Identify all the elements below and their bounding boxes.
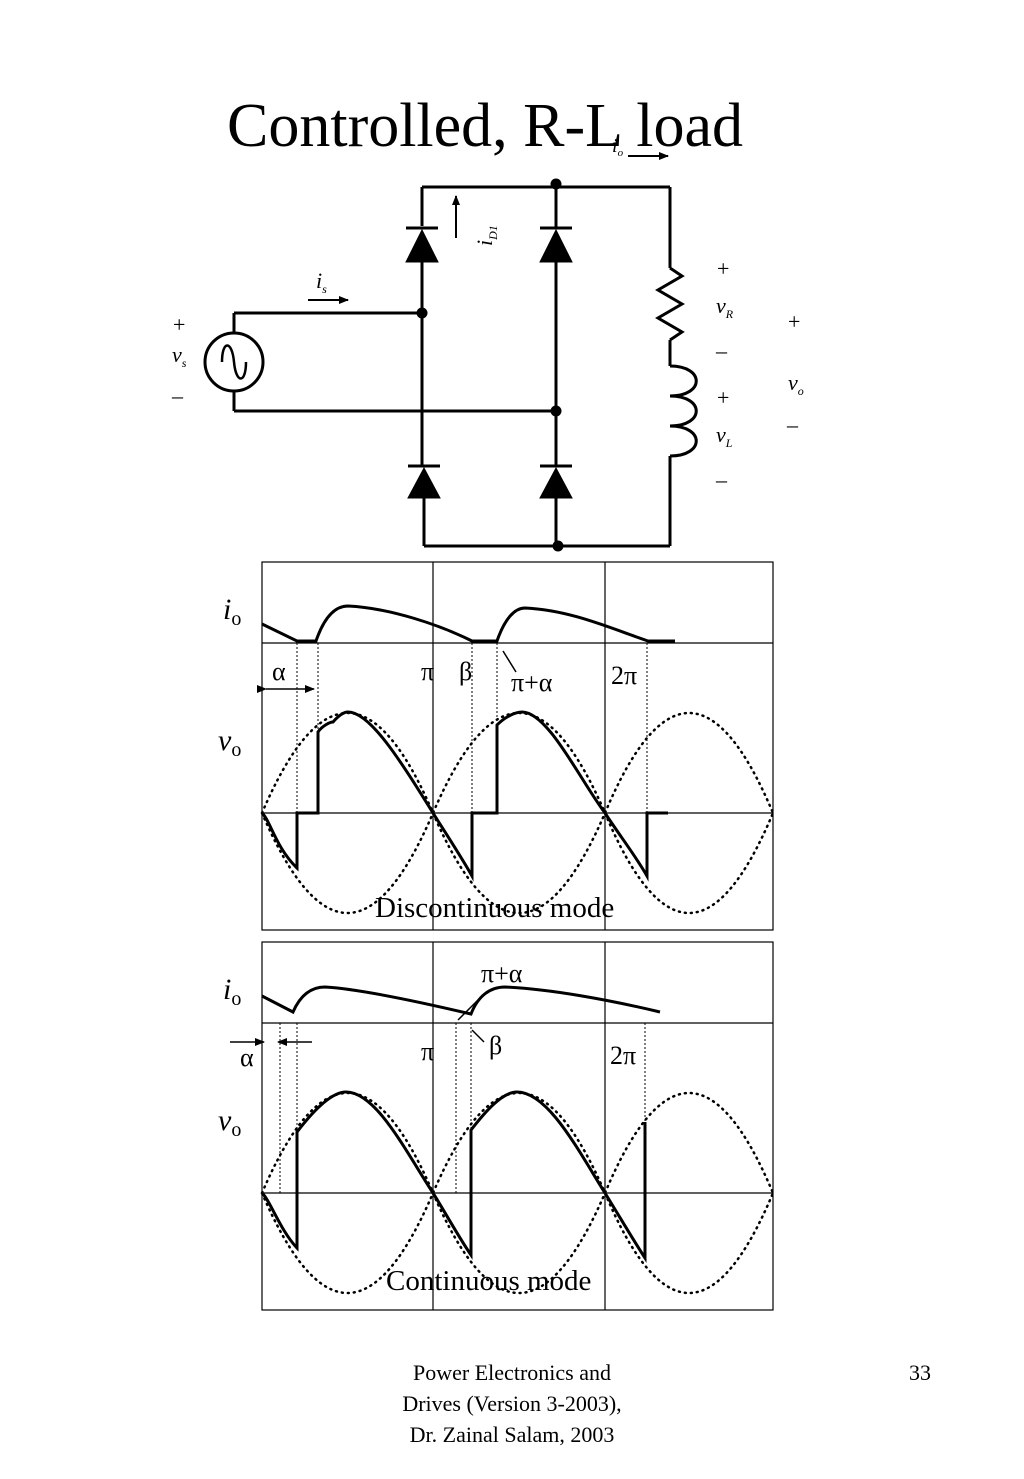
diodes bbox=[405, 226, 573, 499]
continuous-markers bbox=[230, 999, 485, 1046]
disc-alpha-label: α bbox=[272, 657, 286, 686]
cont-alpha-label: α bbox=[240, 1043, 254, 1072]
cont-io-axis-label: io bbox=[223, 973, 241, 1010]
vl-label: vL bbox=[716, 422, 733, 450]
vs-label: vs bbox=[172, 342, 187, 370]
slide-footer: Power Electronics and Drives (Version 3-… bbox=[362, 1357, 662, 1450]
vr-minus: – bbox=[715, 338, 728, 363]
continuous-panel: io vo α π β π+α 2π Continuous mode bbox=[218, 941, 775, 1311]
vr-plus: + bbox=[717, 256, 729, 281]
diode-d1 bbox=[405, 226, 439, 263]
cont-pi-label: π bbox=[421, 1037, 434, 1066]
cont-beta-label: β bbox=[489, 1031, 502, 1060]
io-label: io bbox=[612, 135, 624, 159]
discontinuous-labels: io vo α π β π+α 2π Discontinuous mode bbox=[218, 593, 637, 924]
ac-source-symbol bbox=[203, 331, 265, 393]
continuous-vo-waveform bbox=[260, 1090, 647, 1264]
vo-minus: – bbox=[786, 412, 799, 437]
vs-minus: – bbox=[171, 383, 184, 408]
vr-label: vR bbox=[716, 293, 734, 321]
is-label: is bbox=[316, 268, 327, 296]
disc-pi-plus-alpha-label: π+α bbox=[511, 668, 553, 697]
polarity-marks: + – + – + – + – bbox=[171, 256, 800, 492]
disc-vo-axis-label: vo bbox=[218, 724, 241, 761]
diode-d4 bbox=[407, 464, 441, 499]
disc-beta-label: β bbox=[459, 657, 472, 686]
discontinuous-panel: io vo α π β π+α 2π Discontinuous mode bbox=[218, 561, 775, 931]
vl-plus: + bbox=[717, 385, 729, 410]
cont-vo-axis-label: vo bbox=[218, 1104, 241, 1141]
continuous-grid bbox=[261, 941, 774, 1311]
discontinuous-grid bbox=[261, 561, 774, 931]
continuous-labels: io vo α π β π+α 2π Continuous mode bbox=[218, 959, 636, 1297]
disc-pi-label: π bbox=[421, 657, 434, 686]
bridge-rectifier-circuit bbox=[203, 184, 698, 548]
footer-line-2: Drives (Version 3-2003), bbox=[402, 1391, 622, 1416]
page-number: 33 bbox=[909, 1360, 931, 1385]
diode-d3 bbox=[539, 226, 573, 263]
vs-plus: + bbox=[173, 312, 185, 337]
slide-title: Controlled, R-L load bbox=[226, 92, 743, 160]
disc-mode-caption: Discontinuous mode bbox=[375, 892, 614, 924]
vl-minus: – bbox=[715, 467, 728, 492]
disc-two-pi-label: 2π bbox=[611, 661, 637, 690]
continuous-io-waveform bbox=[261, 985, 661, 1016]
vo-plus: + bbox=[788, 309, 800, 334]
discontinuous-io-waveform bbox=[261, 604, 675, 643]
current-arrows bbox=[308, 152, 669, 304]
cont-two-pi-label: 2π bbox=[610, 1041, 636, 1070]
discontinuous-markers bbox=[257, 650, 517, 693]
discontinuous-vo-waveform bbox=[260, 710, 668, 882]
cont-pi-plus-alpha-label: π+α bbox=[481, 959, 523, 988]
footer-line-3: Dr. Zainal Salam, 2003 bbox=[409, 1422, 615, 1447]
vo-label: vo bbox=[788, 370, 804, 398]
resistor-symbol bbox=[655, 266, 685, 342]
id1-label: iD1 bbox=[472, 225, 500, 246]
junction-dots bbox=[416, 178, 564, 552]
diode-d2 bbox=[539, 464, 573, 499]
footer-line-1: Power Electronics and bbox=[413, 1360, 611, 1385]
disc-io-axis-label: io bbox=[223, 593, 241, 630]
inductor-symbol bbox=[669, 364, 698, 458]
circuit-labels: io iD1 is vs vR vL vo bbox=[172, 135, 804, 450]
cont-mode-caption: Continuous mode bbox=[386, 1265, 591, 1297]
